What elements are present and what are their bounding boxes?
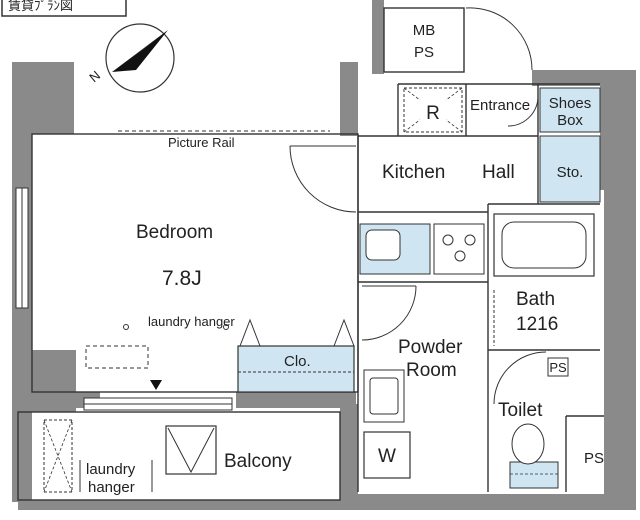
shoes-box-label-2: Box bbox=[557, 112, 583, 129]
mb-ps-closet: MB PS bbox=[383, 7, 465, 73]
compass-north-label: N bbox=[86, 68, 103, 86]
washer-space: W bbox=[363, 431, 411, 479]
bathtub bbox=[493, 213, 595, 277]
toilet-ps-small: PS bbox=[547, 357, 569, 377]
bath-size: 1216 bbox=[516, 314, 558, 335]
inner-walls bbox=[17, 83, 604, 501]
mb-ps-label: PS bbox=[414, 44, 434, 61]
bedroom-label: Bedroom bbox=[136, 222, 213, 243]
ps-label: PS bbox=[584, 450, 604, 467]
corner-tag: 賃貸ﾌﾟﾗﾝ図 bbox=[1, 0, 127, 17]
powder-room-door-swing bbox=[361, 285, 417, 341]
entrance-inner-swing bbox=[507, 97, 539, 127]
balcony-sliding-door bbox=[83, 397, 233, 411]
storage-label: Sto. bbox=[557, 164, 584, 181]
refrigerator-label: R bbox=[426, 103, 440, 124]
kitchen-label: Kitchen bbox=[382, 162, 445, 183]
shoes-box: Shoes Box bbox=[539, 87, 601, 133]
hanger-hook-right bbox=[223, 324, 229, 330]
washbasin bbox=[363, 369, 405, 423]
refrigerator-space: R bbox=[403, 87, 463, 133]
corner-tag-text: 賃貸ﾌﾟﾗﾝ図 bbox=[8, 0, 73, 13]
compass-icon: N bbox=[86, 23, 175, 93]
powder-room-label-2: Room bbox=[406, 360, 457, 381]
hall-label: Hall bbox=[482, 162, 515, 183]
bedroom-size: 7.8J bbox=[162, 267, 202, 290]
balcony bbox=[43, 419, 217, 493]
toilet-label: Toilet bbox=[498, 400, 543, 421]
balcony-laundry-label-1: laundry bbox=[86, 461, 136, 478]
closet-label: Clo. bbox=[284, 353, 311, 370]
bedroom-window bbox=[15, 187, 29, 309]
bedroom-laundry-hanger-label: laundry hanger bbox=[148, 314, 235, 329]
toilet-ps-label: PS bbox=[549, 360, 567, 375]
powder-room-label-1: Powder bbox=[398, 337, 463, 358]
hanger-hook-left bbox=[123, 324, 129, 330]
kitchen-counter bbox=[359, 223, 485, 275]
closet: Clo. bbox=[237, 318, 355, 393]
toilet-door-swing bbox=[493, 351, 547, 405]
balcony-label: Balcony bbox=[224, 451, 292, 472]
bed-area-outline bbox=[85, 345, 149, 369]
picture-rail-label: Picture Rail bbox=[168, 135, 235, 150]
toilet-fixture bbox=[509, 423, 559, 489]
shoes-box-label-1: Shoes bbox=[549, 95, 592, 112]
balcony-laundry-label-2: hanger bbox=[88, 479, 135, 496]
storage: Sto. bbox=[539, 135, 601, 203]
bath-label: Bath bbox=[516, 289, 555, 310]
bedroom-door-swing bbox=[289, 145, 357, 213]
mb-label: MB bbox=[413, 22, 436, 39]
entrance-door-swing bbox=[465, 7, 533, 71]
entrance-label: Entrance bbox=[470, 97, 530, 114]
washer-label: W bbox=[378, 446, 396, 467]
entry-arrow-icon bbox=[150, 380, 162, 390]
